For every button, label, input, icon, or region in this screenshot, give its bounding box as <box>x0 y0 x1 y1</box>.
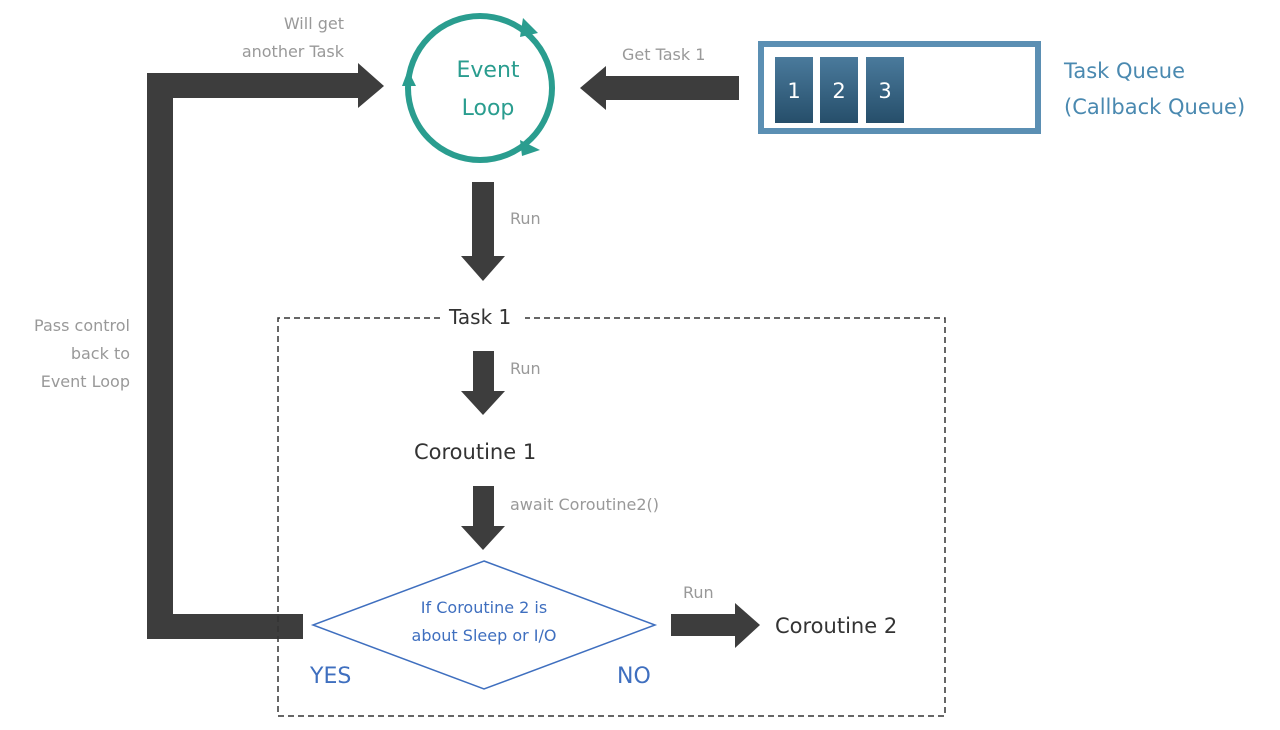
run-right-label: Run <box>683 583 714 602</box>
run-inner-arrow-shaft <box>473 351 494 393</box>
pass-control-line2: back to <box>70 344 130 363</box>
task-queue-item-1-label: 1 <box>787 79 801 103</box>
event-loop-label-line1: Event <box>456 58 520 83</box>
event-loop-arrowhead-left <box>402 70 416 86</box>
coroutine1-label: Coroutine 1 <box>414 440 537 464</box>
run-right-arrow-shaft <box>671 614 737 636</box>
get-task-label: Get Task 1 <box>622 45 706 64</box>
pass-control-line3: Event Loop <box>40 372 130 391</box>
run-right-arrowhead <box>735 603 760 648</box>
no-label: NO <box>617 664 651 689</box>
return-path-vertical-segment <box>147 73 173 639</box>
event-loop-label-line2: Loop <box>461 96 515 121</box>
task-queue-item-3-label: 3 <box>878 79 892 103</box>
task-queue-title: Task Queue (Callback Queue) <box>1064 53 1245 125</box>
event-loop-arrowhead-top <box>520 18 538 37</box>
return-path-arrowhead <box>358 63 384 108</box>
pass-control-line1: Pass control <box>34 316 130 335</box>
run-top-label: Run <box>510 209 541 228</box>
event-loop-arrowhead-right <box>520 140 540 156</box>
decision-line2: about Sleep or I/O <box>411 626 557 645</box>
task-queue-item-1 <box>775 57 813 123</box>
task-queue-title-line1: Task Queue <box>1064 59 1185 83</box>
await-arrowhead <box>461 526 505 550</box>
task1-container <box>277 317 946 717</box>
task1-label: Task 1 <box>449 305 512 329</box>
task-queue-title-line2: (Callback Queue) <box>1064 95 1246 119</box>
decision-line1: If Coroutine 2 is <box>420 598 548 617</box>
run-inner-arrowhead <box>461 391 505 415</box>
task-queue-item-2 <box>820 57 858 123</box>
decision-diamond <box>310 560 658 690</box>
task-queue-item-2-label: 2 <box>832 79 846 103</box>
get-task-arrowhead <box>580 66 606 110</box>
run-inner-label: Run <box>510 359 541 378</box>
task-queue-item-3 <box>866 57 904 123</box>
event-loop-label: Event Loop <box>430 57 546 123</box>
run-top-arrow-shaft <box>472 182 494 258</box>
await-label: await Coroutine2() <box>510 495 659 514</box>
return-path-arrow <box>173 72 385 616</box>
coroutine2-label: Coroutine 2 <box>775 614 898 638</box>
yes-label: YES <box>310 664 352 689</box>
will-get-line2: another Task <box>241 42 344 61</box>
event-loop-circle <box>405 13 555 163</box>
will-get-another-task-label: Will get another Task <box>196 10 344 66</box>
get-task-arrow-shaft <box>603 76 739 100</box>
await-arrow-shaft <box>473 486 494 528</box>
pass-control-label: Pass control back to Event Loop <box>0 312 130 396</box>
run-top-arrowhead <box>461 256 505 281</box>
will-get-line1: Will get <box>283 14 344 33</box>
decision-label: If Coroutine 2 is about Sleep or I/O <box>374 594 594 650</box>
return-path-top-segment <box>147 73 362 98</box>
